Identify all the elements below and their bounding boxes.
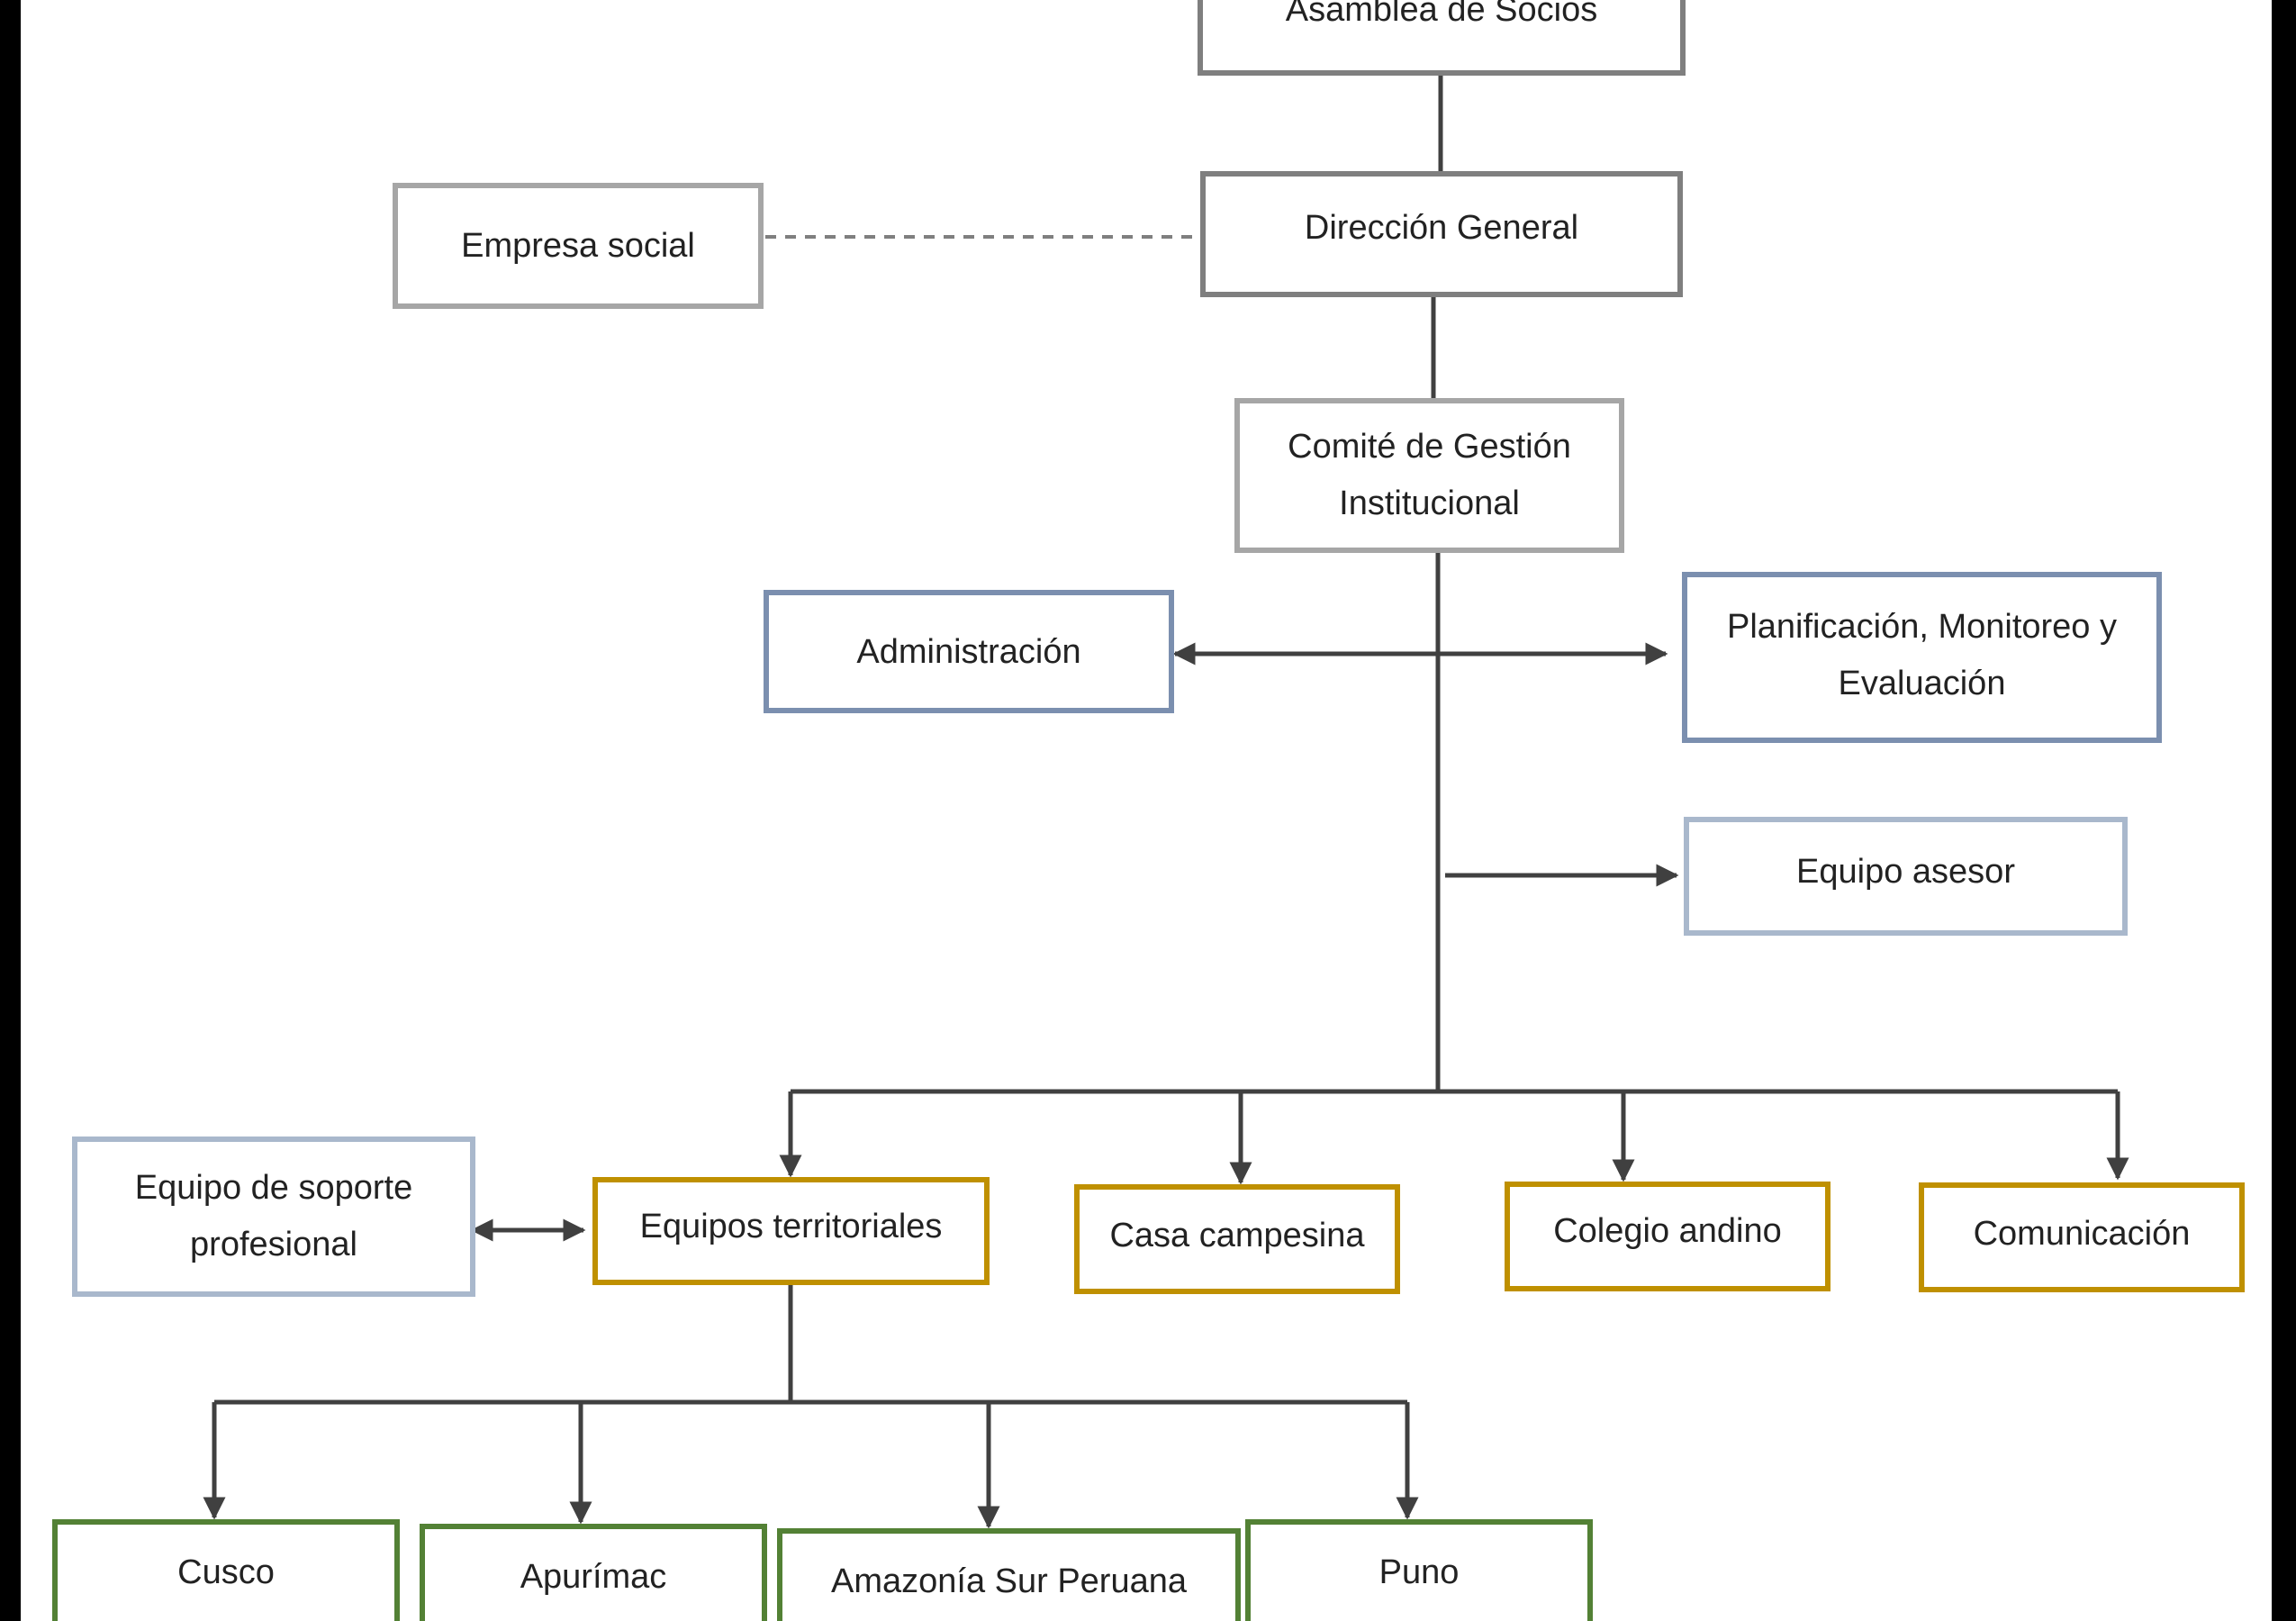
node-cusco: Cusco — [52, 1519, 400, 1621]
node-equipos-territoriales: Equipos territoriales — [592, 1177, 990, 1285]
node-asamblea-de-socios: Asamblea de Socios — [1198, 0, 1686, 76]
node-equipo-soporte-label-line2: profesional — [190, 1226, 357, 1263]
node-equipos-territoriales-label: Equipos territoriales — [639, 1208, 943, 1245]
node-comite-label-line2: Institucional — [1339, 484, 1520, 522]
node-equipo-asesor: Equipo asesor — [1684, 817, 2128, 936]
node-cusco-label: Cusco — [177, 1553, 275, 1591]
node-planificacion-monitoreo-evaluacion: Planificación, Monitoreo y Evaluación — [1682, 572, 2162, 743]
node-comite-label-line1: Comité de Gestión — [1288, 428, 1571, 466]
node-empresa-social-label: Empresa social — [461, 226, 695, 265]
node-comunicacion: Comunicación — [1919, 1182, 2245, 1292]
node-casa-campesina: Casa campesina — [1074, 1184, 1400, 1294]
node-colegio-andino: Colegio andino — [1505, 1182, 1830, 1291]
node-administracion: Administración — [764, 590, 1174, 713]
node-equipo-soporte-profesional: Equipo de soporte profesional — [72, 1137, 475, 1297]
node-comite-gestion-institucional: Comité de Gestión Institucional — [1234, 398, 1624, 553]
node-direccion-general: Dirección General — [1200, 171, 1683, 297]
node-puno-label: Puno — [1379, 1553, 1460, 1591]
node-direccion-general-label: Dirección General — [1304, 209, 1579, 247]
node-casa-campesina-label: Casa campesina — [1109, 1217, 1365, 1254]
node-planificacion-label-line2: Evaluación — [1838, 664, 2006, 702]
node-administracion-label: Administración — [856, 633, 1081, 671]
node-equipo-soporte-label-line1: Equipo de soporte — [134, 1169, 413, 1208]
node-amazonia-sur-peruana: Amazonía Sur Peruana — [777, 1528, 1241, 1621]
node-equipo-asesor-label: Equipo asesor — [1796, 853, 2015, 891]
node-amazonia-label: Amazonía Sur Peruana — [830, 1562, 1187, 1600]
node-colegio-andino-label: Colegio andino — [1553, 1212, 1782, 1250]
node-puno: Puno — [1245, 1519, 1593, 1621]
node-asamblea-label: Asamblea de Socios — [1285, 0, 1598, 29]
node-apurimac: Apurímac — [420, 1524, 767, 1621]
org-chart: Asamblea de Socios Empresa social Direcc… — [21, 0, 2272, 1621]
node-empresa-social: Empresa social — [393, 183, 764, 309]
connector-lines — [203, 74, 2129, 1529]
node-comunicacion-label: Comunicación — [1973, 1215, 2191, 1253]
node-apurimac-label: Apurímac — [520, 1558, 667, 1596]
node-planificacion-label-line1: Planificación, Monitoreo y — [1727, 608, 2117, 646]
